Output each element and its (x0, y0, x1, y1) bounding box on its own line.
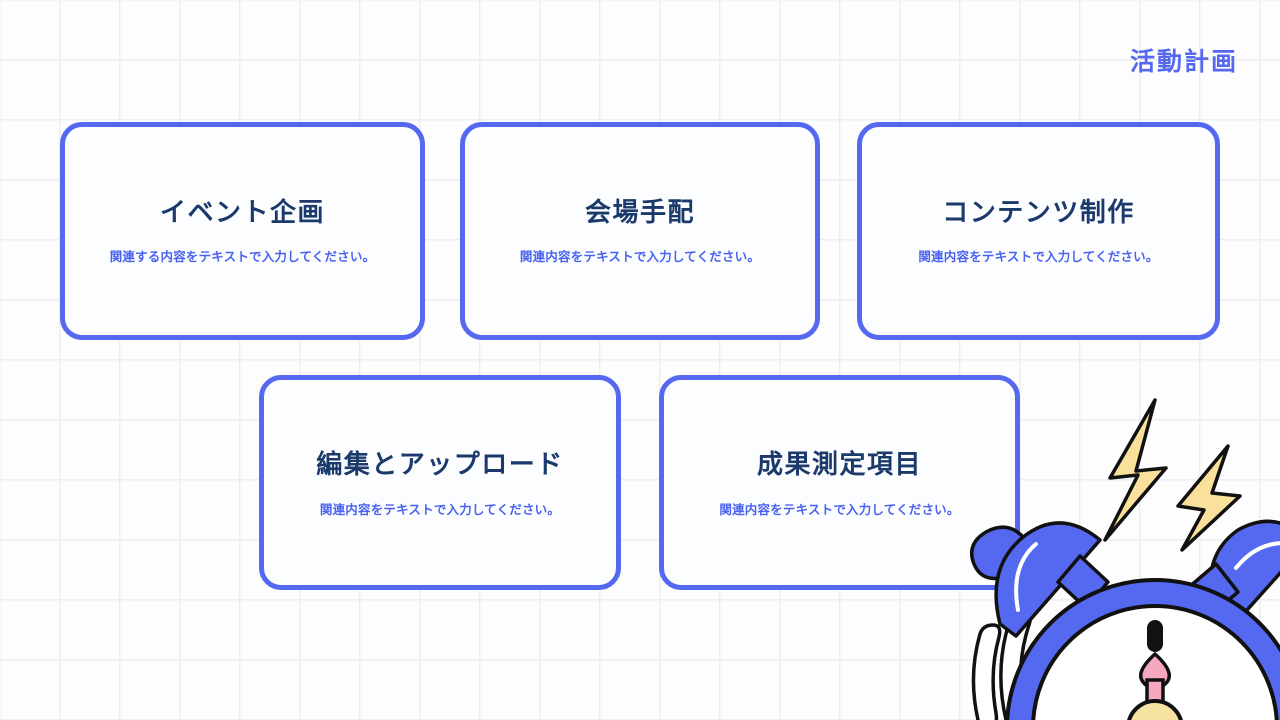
clock-minute-hand (1139, 652, 1171, 720)
card-subtitle: 関連内容をテキストで入力してください。 (918, 249, 1159, 265)
card-edit-and-upload[interactable]: 編集とアップロード 関連内容をテキストで入力してください。 (259, 375, 621, 590)
card-event-planning[interactable]: イベント企画 関連する内容をテキストで入力してください。 (60, 122, 425, 340)
card-title: コンテンツ制作 (942, 197, 1135, 228)
card-subtitle: 関連内容をテキストで入力してください。 (519, 249, 761, 265)
page-title: 活動計画 (1129, 47, 1238, 76)
card-title: 成果測定項目 (756, 450, 922, 481)
spark-icon (1103, 398, 1242, 552)
card-subtitle: 関連内容をテキストで入力してください。 (719, 501, 960, 517)
card-title: 編集とアップロード (316, 450, 564, 481)
right-bell-icon (1186, 519, 1280, 640)
clock-center-pivot (1127, 699, 1183, 720)
card-performance-metrics[interactable]: 成果測定項目 関連内容をテキストで入力してください。 (659, 375, 1020, 590)
card-content-production[interactable]: コンテンツ制作 関連内容をテキストで入力してください。 (857, 122, 1220, 340)
clock-ring (1005, 578, 1280, 720)
motion-lines-icon (971, 611, 1032, 720)
clock-face (1031, 604, 1279, 720)
card-title: イベント企画 (159, 197, 325, 228)
card-title: 会場手配 (584, 197, 695, 228)
card-subtitle: 関連する内容をテキストで入力してください。 (109, 249, 376, 265)
card-subtitle: 関連内容をテキストで入力してください。 (319, 501, 561, 517)
clock-tick-marks (1147, 620, 1163, 652)
card-venue-arrangement[interactable]: 会場手配 関連内容をテキストで入力してください。 (460, 122, 820, 340)
